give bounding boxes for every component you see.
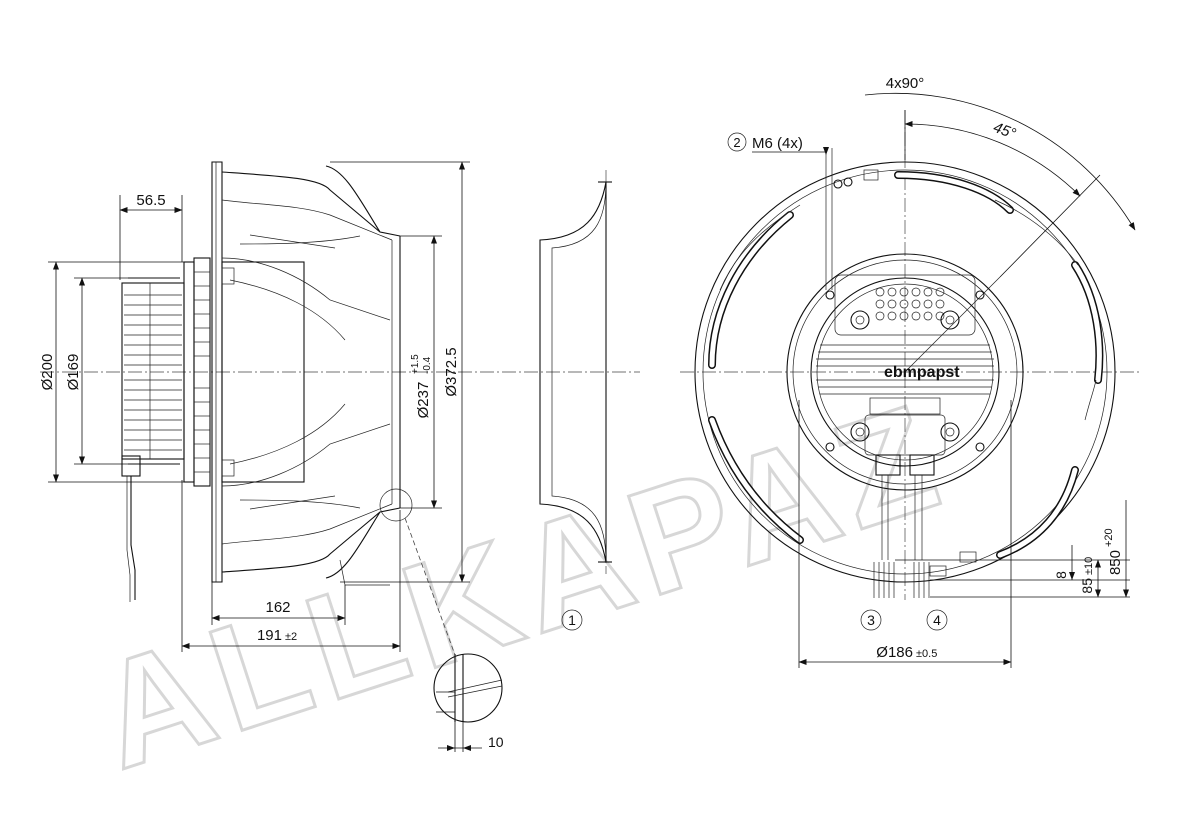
dim-length-191-label: 191 (257, 627, 282, 644)
dim-length-162-label: 162 (265, 599, 290, 616)
callout-3-label: 3 (867, 612, 875, 628)
dim-850-label: 850 (1107, 550, 1124, 575)
cable-callouts: 3 4 (860, 609, 948, 631)
motor-body (121, 257, 211, 602)
callout-1-circle (561, 609, 583, 631)
dim-dia-186-tol: ±0.5 (916, 648, 937, 660)
blade-slots (708, 171, 1104, 559)
inlet-ring-view: 1 (539, 170, 612, 631)
dim-dia-237-tol-upper: +1.5 (410, 354, 421, 374)
callout-2-label: 2 (733, 135, 740, 150)
dim-hub-width: 56.5 (119, 192, 183, 280)
detail-view: 10 (404, 517, 504, 752)
inner-hub-ring (786, 253, 1024, 491)
angle-dims: 4x90° 45° (864, 75, 1136, 278)
dim-dia-372-label: Ø372.5 (443, 347, 460, 396)
dim-dia-186-label: Ø186 (876, 644, 913, 661)
hub-electronics: ebmpapst (816, 169, 994, 577)
dim-dia-200-label: Ø200 (39, 354, 56, 391)
side-view: 56.5 Ø200 Ø169 Ø237 +1.5 -0.4 (39, 161, 640, 752)
callout-4-label: 4 (933, 612, 941, 628)
hub-logo: ebmpapst (884, 364, 960, 381)
dim-85-tol: ±10 (1083, 557, 1095, 575)
cable-length-dims: 8 85 ±10 850 +20 (895, 500, 1130, 598)
dim-dia-237-label: Ø237 (415, 382, 432, 419)
mount-thread-label: M6 (4x) (752, 135, 803, 152)
dim-dia-169-label: Ø169 (65, 354, 82, 391)
impeller-blades (221, 165, 413, 586)
angle-spacing-label: 4x90° (886, 75, 925, 92)
impeller-backplate (211, 161, 305, 583)
front-cables (873, 475, 930, 598)
callout-1-label: 1 (568, 612, 576, 628)
detail-circle (379, 488, 413, 522)
dim-dia-200: Ø200 (39, 261, 184, 483)
watermark: ALLKAPAZ (76, 368, 965, 802)
mount-thread-callout: 2 M6 (4x) (727, 132, 833, 290)
dim-dia-186: Ø186 ±0.5 (798, 400, 1012, 668)
dim-dia-237: Ø237 +1.5 -0.4 (400, 235, 442, 509)
dim-850-tol: +20 (1103, 528, 1115, 547)
dim-85-label: 85 (1079, 578, 1095, 594)
dim-hub-width-label: 56.5 (136, 192, 165, 209)
dim-dia-237-tol-lower: -0.4 (422, 356, 433, 374)
dim-length-162: 162 (211, 582, 346, 625)
dim-dia-169: Ø169 (65, 277, 128, 465)
dim-length-191-tol: ±2 (285, 631, 297, 643)
dim-dia-372: Ø372.5 (330, 161, 470, 583)
angle-offset-label: 45° (991, 119, 1018, 143)
dim-8-label: 8 (1053, 571, 1069, 579)
dim-length-191: 191 ±2 (181, 480, 401, 652)
front-view: ebmpapst 4x90° 45° (680, 75, 1140, 668)
watermark-text: ALLKAPAZ (78, 370, 964, 801)
dim-detail-10-label: 10 (488, 734, 504, 750)
